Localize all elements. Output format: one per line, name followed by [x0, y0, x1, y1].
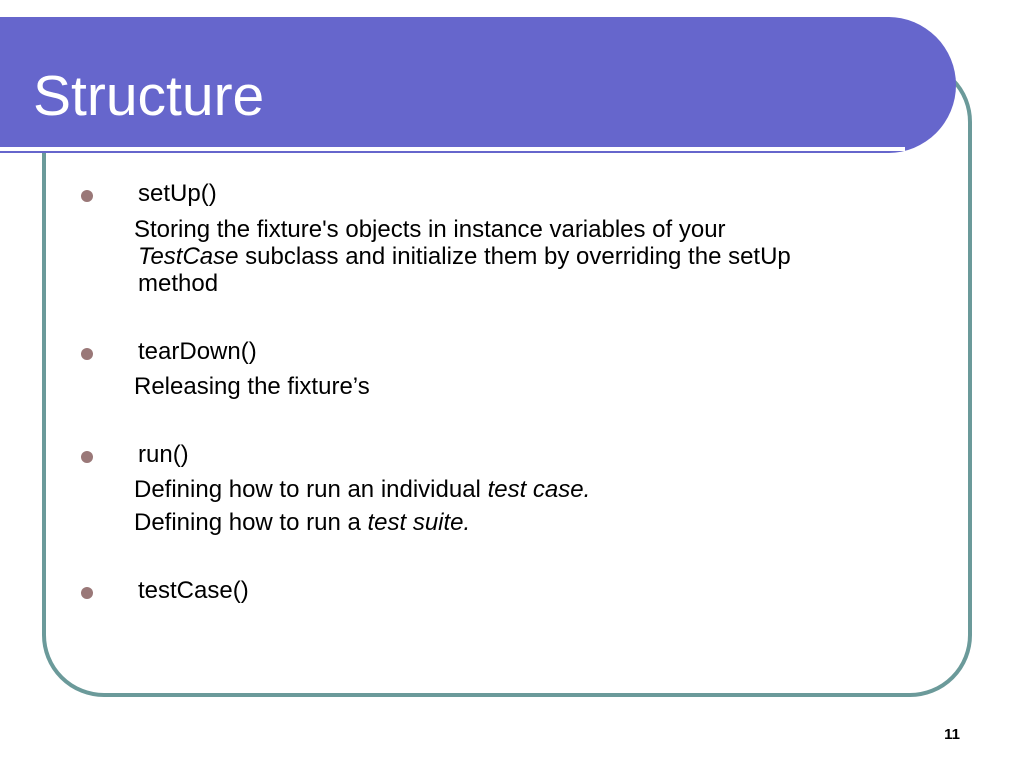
item-description-setup-line-3: method: [138, 270, 219, 297]
item-description-teardown: Releasing the fixture’s: [134, 373, 370, 400]
bullet-icon: [81, 190, 93, 202]
title-bar: Structure: [0, 17, 956, 153]
item-label-run: run(): [138, 441, 189, 468]
item-description-run-line-2: Defining how to run a test suite.: [134, 509, 471, 536]
page-number: 11: [944, 726, 960, 743]
item-description-run-line-1: Defining how to run an individual test c…: [134, 476, 591, 503]
title-underline: [0, 147, 905, 151]
item-label-testcase: testCase(): [138, 577, 249, 604]
content-frame: [42, 60, 972, 697]
slide-title: Structure: [33, 64, 265, 128]
item-description-setup-line-2: TestCase subclass and initialize them by…: [138, 243, 791, 270]
item-description-setup-line-1: Storing the fixture's objects in instanc…: [134, 216, 726, 243]
bullet-icon: [81, 348, 93, 360]
bullet-icon: [81, 451, 93, 463]
item-label-setup: setUp(): [138, 180, 217, 207]
bullet-icon: [81, 587, 93, 599]
item-label-teardown: tearDown(): [138, 338, 257, 365]
